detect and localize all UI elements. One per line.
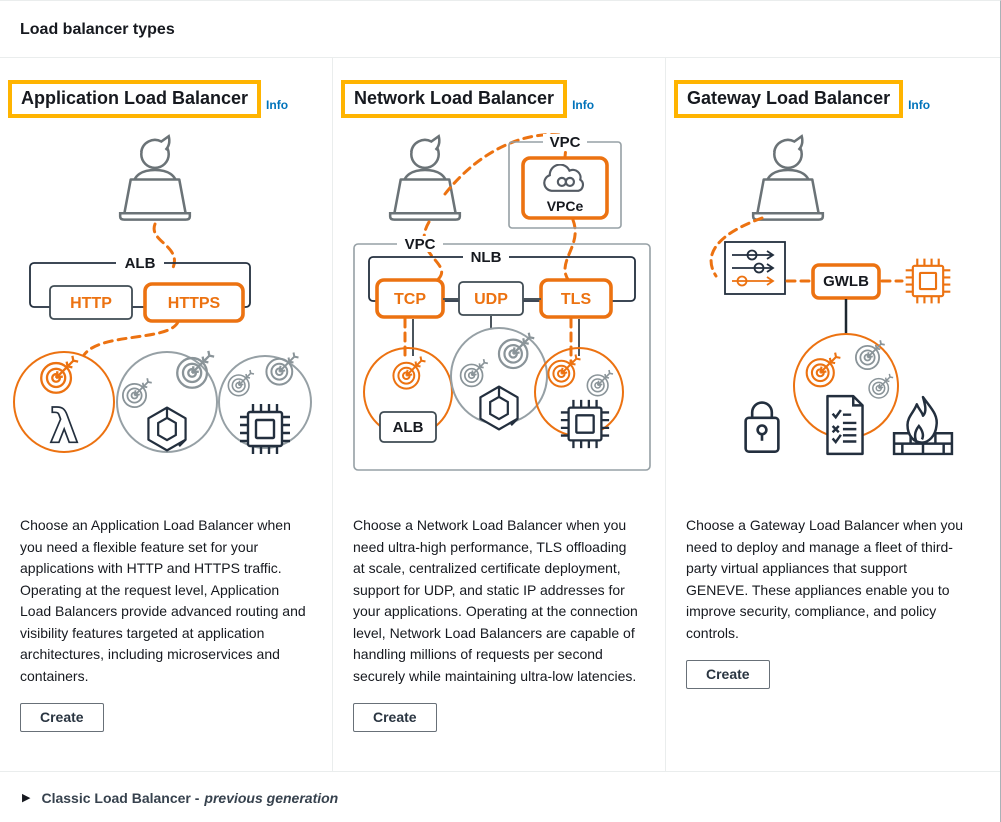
gwlb-label: GWLB: [823, 273, 869, 290]
tcp-label: TCP: [394, 291, 426, 308]
card-title: Gateway Load Balancer: [687, 88, 891, 108]
panel-header: Load balancer types: [0, 1, 1000, 58]
traffic-flow-path: [563, 218, 577, 283]
user-laptop-icon: [118, 134, 192, 221]
target-icon: [868, 373, 894, 399]
title-highlight-box: Gateway Load Balancer: [674, 80, 904, 118]
alb-diagram: ALB HTTP HTTPS λ: [13, 134, 312, 456]
create-button[interactable]: Create: [686, 660, 770, 689]
title-row: Gateway Load Balancer Info: [674, 80, 993, 118]
instance-target-group: [534, 347, 624, 450]
expander-title: Classic Load Balancer -: [41, 789, 200, 806]
title-highlight-box: Network Load Balancer: [341, 80, 568, 118]
target-icon: [497, 331, 536, 370]
user-laptop-icon: [751, 134, 825, 221]
https-listener-box: [143, 282, 245, 323]
nlb-diagram: VPC VPCe VPC NLB TCP UDP: [353, 133, 651, 471]
instance-target-group: [218, 351, 312, 456]
caret-right-icon: ▶: [22, 792, 31, 804]
card-description: Choose a Network Load Balancer when you …: [353, 517, 638, 684]
container-icon: [147, 406, 187, 452]
card-application-load-balancer: Application Load Balancer Info ALB HTTP …: [0, 58, 333, 771]
card-title: Application Load Balancer: [21, 88, 249, 108]
https-label: HTTPS: [168, 295, 221, 312]
traffic-flow-path: [709, 216, 764, 278]
compliance-checklist-icon: [826, 394, 864, 456]
create-button[interactable]: Create: [20, 703, 104, 732]
http-listener-box: [49, 285, 133, 320]
alb-target-box: [379, 411, 437, 443]
tls-label: TLS: [561, 291, 592, 308]
target-icon: [176, 349, 216, 389]
lock-icon: [744, 401, 780, 453]
lambda-icon: λ: [49, 399, 78, 453]
vpc-box: [353, 243, 651, 471]
target-icon: [805, 351, 842, 388]
target-icon: [547, 353, 582, 388]
title-highlight-box: Application Load Balancer: [8, 80, 262, 118]
info-link[interactable]: Info: [572, 98, 595, 112]
container-target-group: [116, 349, 218, 453]
create-button[interactable]: Create: [353, 703, 437, 732]
card-description: Choose a Gateway Load Balancer when you …: [686, 517, 964, 641]
vpc-label: VPC: [405, 236, 436, 253]
card-description: Choose an Application Load Balancer when…: [20, 517, 306, 684]
lb-type-columns: Application Load Balancer Info ALB HTTP …: [0, 58, 1000, 771]
traffic-flow-path: [422, 220, 444, 284]
target-icon: [121, 377, 153, 409]
gwlb-diagram: GWLB: [709, 134, 954, 456]
firewall-icon: [892, 395, 954, 456]
vpc-label: VPC: [550, 134, 581, 151]
classic-lb-expander[interactable]: ▶ Classic Load Balancer - previous gener…: [0, 771, 1000, 822]
alb-target-label: ALB: [393, 419, 424, 436]
target-icon: [40, 354, 80, 394]
lambda-target-group: λ: [13, 351, 115, 454]
container-target-group: [450, 327, 548, 431]
card-gateway-load-balancer: Gateway Load Balancer Info GWLB: [666, 58, 999, 771]
target-icon: [392, 355, 427, 390]
udp-label: UDP: [474, 291, 508, 308]
info-link[interactable]: Info: [266, 98, 289, 112]
vpce-label: VPCe: [547, 198, 584, 214]
gwlb-box: [811, 263, 881, 300]
alb-label: ALB: [125, 255, 156, 272]
appliance-chip-icon: [904, 257, 952, 305]
traffic-flow-path: [82, 320, 180, 357]
card-title: Network Load Balancer: [354, 88, 555, 108]
title-row: Application Load Balancer Info: [8, 80, 326, 118]
expander-subtitle: previous generation: [204, 789, 339, 806]
target-icon: [227, 369, 255, 397]
title-row: Network Load Balancer Info: [341, 80, 659, 118]
info-link[interactable]: Info: [908, 98, 931, 112]
instance-chip-icon: [559, 398, 611, 450]
instance-chip-icon: [238, 402, 292, 456]
container-icon: [479, 385, 519, 431]
panel-title: Load balancer types: [20, 21, 175, 38]
alb-listeners-group: ALB HTTP HTTPS: [29, 255, 251, 323]
route-table-icon: [724, 241, 786, 295]
target-icon: [586, 369, 614, 397]
vpc-endpoint-group: VPC VPCe: [508, 134, 622, 229]
user-laptop-icon: [388, 134, 462, 221]
target-icon: [459, 358, 489, 388]
vpc-main-group: VPC NLB TCP UDP TLS: [353, 236, 651, 471]
card-network-load-balancer: Network Load Balancer Info VPC VPCe: [333, 58, 666, 771]
nlb-label: NLB: [471, 249, 502, 266]
alb-target-group: ALB: [363, 347, 453, 443]
http-label: HTTP: [70, 295, 112, 312]
target-icon: [854, 339, 886, 371]
